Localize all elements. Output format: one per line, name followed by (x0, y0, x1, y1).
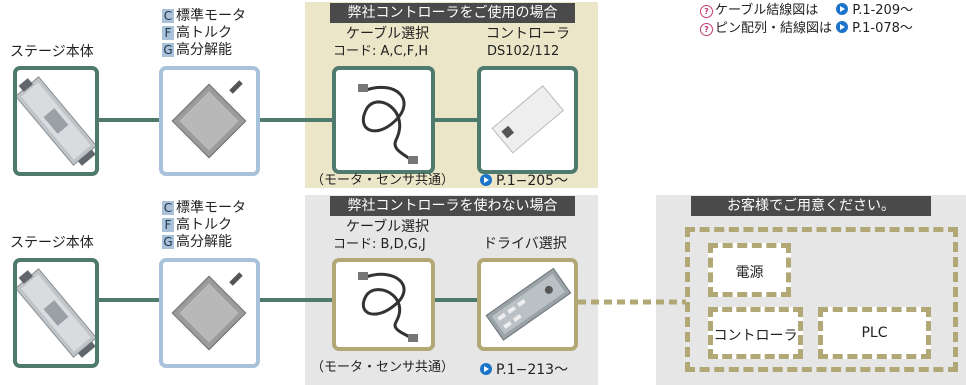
motor-code: G (162, 235, 174, 249)
motor-label: 標準モータ (176, 8, 246, 24)
note-pin-layout: ?ピン配列・結線図は P.1-078～ (700, 21, 913, 37)
controller-label: コントローラ (713, 328, 798, 344)
top-controller-ref-text[interactable]: P.1−205～ (496, 173, 569, 189)
note-cable-wiring: ?ケーブル結線図は P.1-209～ (700, 3, 913, 19)
top-stage-label: ステージ本体 (10, 44, 94, 60)
top-motor-box[interactable] (159, 66, 260, 176)
top-cable-title: ケーブル選択 (346, 26, 430, 42)
arrow-link-icon (480, 174, 492, 186)
motor-code: C (162, 9, 174, 23)
top-controller-title: コントローラ (486, 26, 570, 42)
top-cable-box[interactable] (332, 66, 435, 174)
plc-box[interactable]: PLC (818, 307, 931, 359)
bottom-cable-codes: コード: B,D,G,J (333, 237, 426, 252)
bottom-driver-ref-text[interactable]: P.1−213～ (496, 362, 569, 378)
top-controller-ref[interactable]: P.1−205～ (480, 173, 568, 189)
bottom-driver-box[interactable] (477, 258, 578, 351)
arrow-link-icon (836, 21, 849, 33)
plc-label: PLC (861, 325, 888, 341)
power-box[interactable]: 電源 (708, 243, 791, 297)
controller-box[interactable]: コントローラ (708, 307, 803, 359)
stage-image (14, 76, 98, 166)
top-controller-model: DS102/112 (487, 44, 560, 59)
bottom-cable-note: （モータ・センサ共通） (311, 360, 455, 375)
arrow-link-icon (480, 363, 492, 375)
motor-code: F (162, 218, 174, 232)
top-cable-codes: コード: A,C,F,H (333, 44, 429, 59)
top-controller-box[interactable] (477, 66, 578, 174)
customer-dashed-frame (685, 227, 958, 372)
bottom-panel-title: 弊社コントローラを使わない場合 (330, 196, 575, 216)
bottom-cable-title: ケーブル選択 (346, 219, 430, 235)
arrow-link-icon (836, 3, 849, 15)
driver-image (485, 267, 572, 341)
top-stage-box[interactable] (13, 66, 99, 176)
bottom-stage-label: ステージ本体 (10, 235, 94, 251)
bottom-cable-box[interactable] (332, 258, 435, 351)
controller-image (491, 85, 565, 154)
cable-image (358, 272, 418, 342)
motor-label: 高トルク (176, 25, 232, 41)
top-panel-title: 弊社コントローラをご使用の場合 (330, 3, 575, 23)
bottom-stage-box[interactable] (13, 258, 99, 368)
motor-label: 高トルク (176, 217, 232, 233)
note-pin-layout-text: ピン配列・結線図は (715, 21, 833, 36)
motor-code: F (162, 26, 174, 40)
motor-image (171, 272, 247, 351)
motor-code: G (162, 43, 174, 57)
info-icon: ? (700, 23, 713, 36)
motor-label: 標準モータ (176, 200, 246, 216)
note-pin-layout-ref[interactable]: P.1-078～ (852, 21, 913, 36)
cable-image (358, 84, 418, 164)
power-label: 電源 (735, 265, 764, 281)
motor-image (171, 80, 247, 159)
motor-label: 高分解能 (176, 234, 232, 250)
note-cable-wiring-text: ケーブル結線図は (715, 3, 819, 18)
motor-code: C (162, 201, 174, 215)
top-cable-note: （モータ・センサ共通） (311, 173, 455, 188)
customer-panel-title: お客様でご用意ください。 (691, 196, 931, 216)
bottom-motor-box[interactable] (159, 258, 260, 368)
bottom-driver-title: ドライバ選択 (483, 236, 567, 252)
info-icon: ? (700, 5, 713, 18)
note-cable-wiring-ref[interactable]: P.1-209～ (852, 3, 914, 18)
bottom-driver-ref[interactable]: P.1−213～ (480, 362, 568, 378)
stage-image (14, 268, 98, 358)
motor-label: 高分解能 (176, 42, 232, 58)
